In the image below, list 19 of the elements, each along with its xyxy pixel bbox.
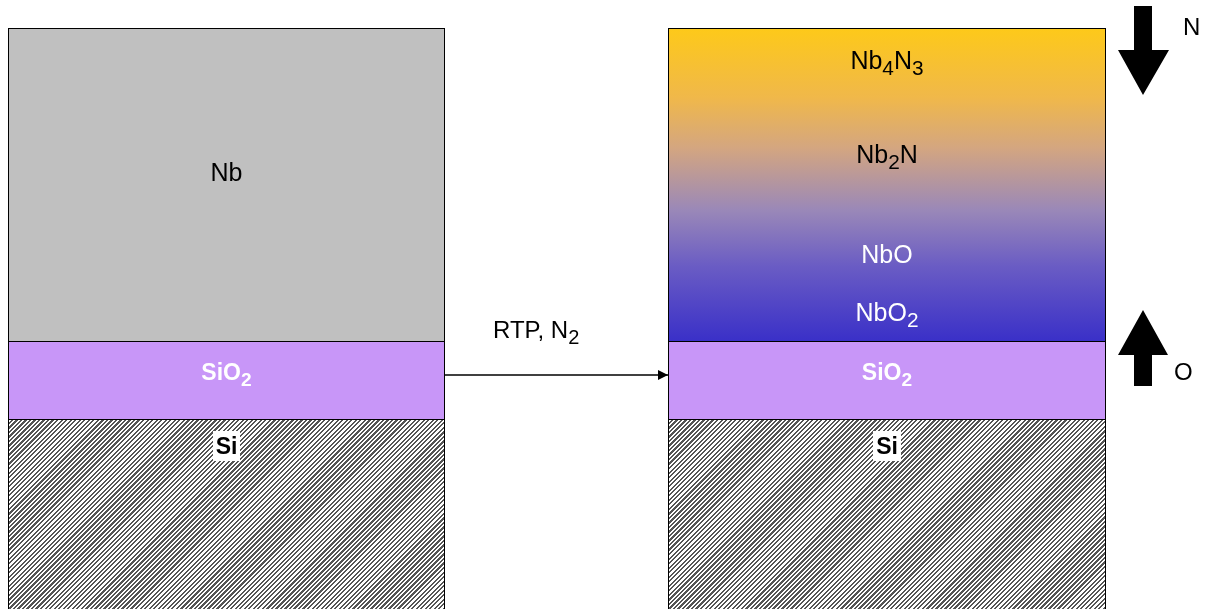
- element-label: O: [1174, 358, 1193, 386]
- layer-label: Si: [873, 431, 901, 461]
- layer-label: Nb$_{4}$N$_{3}$: [850, 45, 924, 81]
- substrate-layer: [8, 419, 445, 609]
- graded-layer: [668, 28, 1106, 342]
- arrow: [444, 370, 669, 380]
- layer-label: Nb$_{2}$N: [856, 139, 918, 175]
- layer-label: NbO: [861, 239, 913, 269]
- layer-label: NbO$_{2}$: [855, 297, 919, 333]
- layer-label: SiO$_{2}$: [201, 358, 252, 392]
- substrate-layer: [668, 419, 1106, 609]
- oxide-layer: [668, 341, 1106, 420]
- metal-layer: [8, 28, 445, 342]
- layer-label: SiO$_{2}$: [861, 358, 913, 392]
- layer-label: Si: [212, 431, 241, 461]
- layer-label: Nb: [210, 157, 243, 187]
- element-label: N: [1183, 13, 1201, 41]
- edge-label: RTP, N$_{2}$: [493, 316, 580, 350]
- oxide-layer: [8, 341, 445, 420]
